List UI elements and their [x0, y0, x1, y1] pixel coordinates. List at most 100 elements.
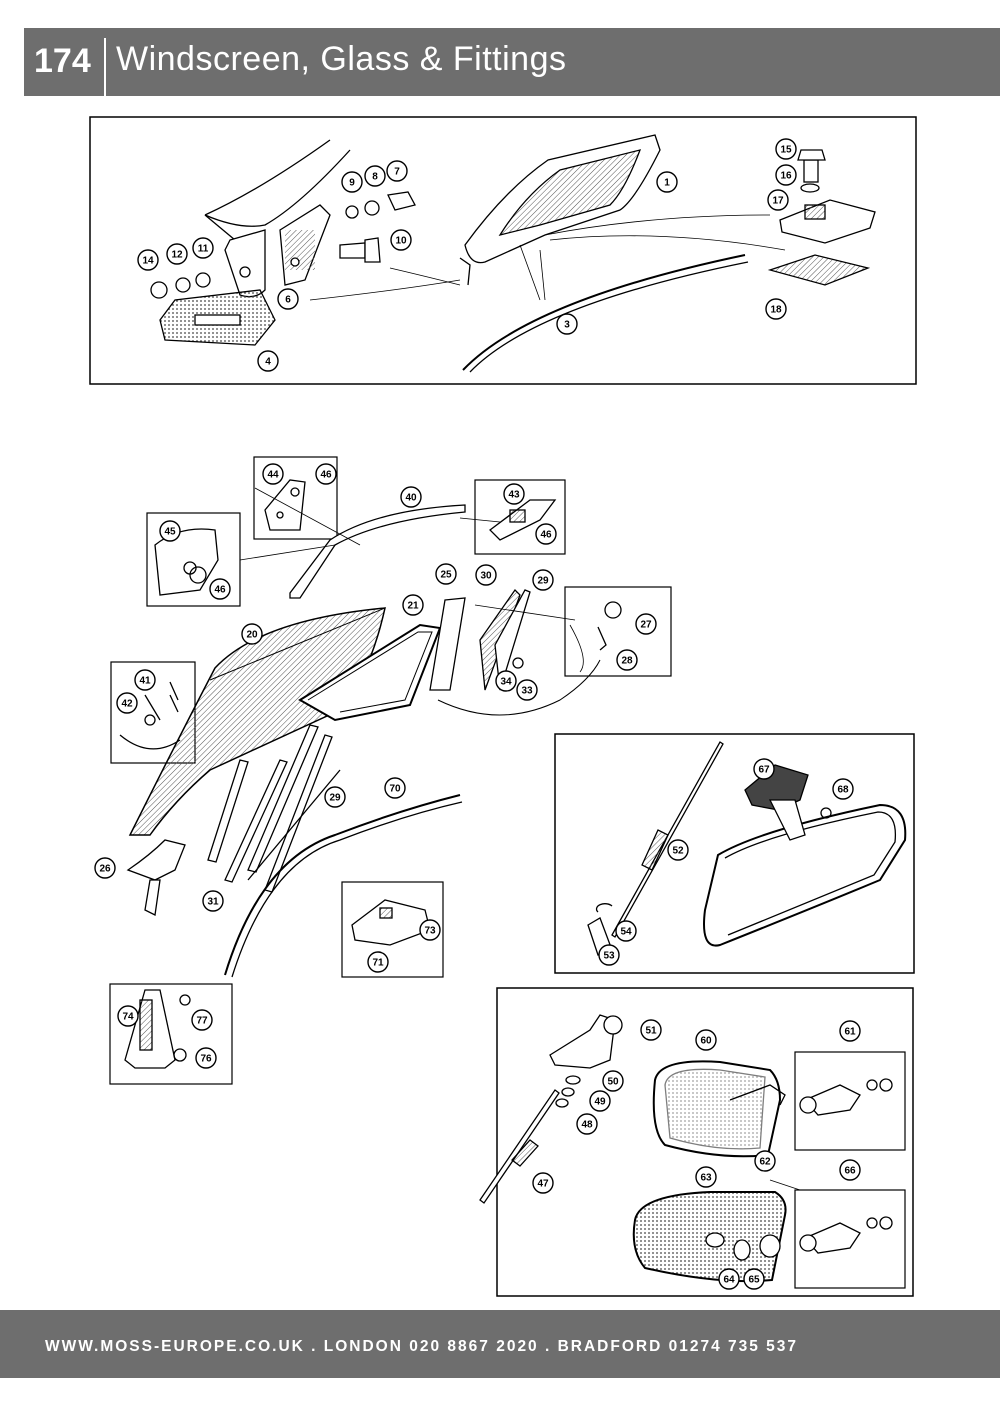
callout-circle — [635, 613, 657, 635]
callout-circle — [535, 523, 557, 545]
callout-number: 16 — [780, 171, 792, 182]
callout-circle — [640, 1019, 662, 1041]
callout-18: 18 — [765, 298, 787, 320]
callout-1: 1 — [656, 171, 678, 193]
page-number: 174 — [34, 42, 91, 80]
callout-4: 4 — [257, 350, 279, 372]
callout-30: 30 — [475, 564, 497, 586]
callout-circle — [384, 777, 406, 799]
callout-circle — [166, 243, 188, 265]
callout-circle — [241, 623, 263, 645]
callout-29a: 29 — [532, 569, 554, 591]
callout-number: 42 — [121, 699, 133, 710]
callout-number: 4 — [265, 357, 271, 368]
callout-71: 71 — [367, 951, 389, 973]
callout-number: 9 — [349, 178, 355, 189]
callout-circle — [435, 563, 457, 585]
callout-number: 64 — [723, 1275, 735, 1286]
callout-circle — [341, 171, 363, 193]
callout-54: 54 — [615, 920, 637, 942]
callout-circle — [615, 920, 637, 942]
callout-number: 34 — [500, 677, 512, 688]
callout-circle — [277, 288, 299, 310]
callout-25: 25 — [435, 563, 457, 585]
callout-number: 65 — [748, 1275, 760, 1286]
callout-68: 68 — [832, 778, 854, 800]
callout-16: 16 — [775, 164, 797, 186]
callout-34: 34 — [495, 670, 517, 692]
callout-circle — [159, 520, 181, 542]
callout-60: 60 — [695, 1029, 717, 1051]
door-mirror-diagram-frame — [496, 987, 914, 1297]
callout-number: 46 — [214, 585, 226, 596]
callout-circle — [576, 1113, 598, 1135]
callout-65: 65 — [743, 1268, 765, 1290]
callout-circle — [400, 486, 422, 508]
callout-number: 46 — [540, 530, 552, 541]
footer-contact: WWW.MOSS-EUROPE.CO.UK . LONDON 020 8867 … — [45, 1338, 799, 1355]
callout-layer: 1346789101112141516171820212526272829293… — [94, 138, 861, 1290]
callout-circle — [718, 1268, 740, 1290]
callout-76: 76 — [195, 1047, 217, 1069]
callout-circle — [192, 237, 214, 259]
callout-number: 30 — [480, 571, 492, 582]
callout-number: 63 — [700, 1173, 712, 1184]
callout-74: 74 — [117, 1005, 139, 1027]
callout-circle — [753, 758, 775, 780]
callout-number: 28 — [621, 656, 633, 667]
callout-number: 43 — [508, 490, 520, 501]
callout-number: 27 — [640, 620, 652, 631]
callout-61: 61 — [839, 1020, 861, 1042]
callout-number: 21 — [407, 601, 419, 612]
callout-number: 6 — [285, 295, 291, 306]
callout-12: 12 — [166, 243, 188, 265]
callout-44: 44 — [262, 463, 284, 485]
callout-73: 73 — [419, 919, 441, 941]
callout-8: 8 — [364, 165, 386, 187]
callout-circle — [695, 1166, 717, 1188]
callout-circle — [195, 1047, 217, 1069]
callout-number: 73 — [424, 926, 436, 937]
callout-48: 48 — [576, 1113, 598, 1135]
callout-number: 7 — [394, 167, 400, 178]
callout-7: 7 — [386, 160, 408, 182]
page-footer: WWW.MOSS-EUROPE.CO.UK . LONDON 020 8867 … — [0, 1310, 1000, 1378]
callout-10: 10 — [390, 229, 412, 251]
callout-31: 31 — [202, 890, 224, 912]
callout-number: 45 — [164, 527, 176, 538]
callout-circle — [775, 164, 797, 186]
header-divider — [104, 38, 106, 96]
callout-number: 33 — [521, 686, 533, 697]
page-header: 174 Windscreen, Glass & Fittings — [24, 28, 1000, 96]
callout-29b: 29 — [324, 786, 346, 808]
callout-number: 31 — [207, 897, 219, 908]
callout-number: 8 — [372, 172, 378, 183]
callout-49: 49 — [589, 1090, 611, 1112]
callout-circle — [202, 890, 224, 912]
callout-number: 48 — [581, 1120, 593, 1131]
callout-circle — [775, 138, 797, 160]
inset-66-frame — [794, 1189, 906, 1289]
callout-circle — [743, 1268, 765, 1290]
callout-circle — [532, 569, 554, 591]
callout-17: 17 — [767, 189, 789, 211]
callout-42: 42 — [116, 692, 138, 714]
callout-21: 21 — [402, 594, 424, 616]
callout-circle — [767, 189, 789, 211]
callout-52: 52 — [667, 839, 689, 861]
callout-6: 6 — [277, 288, 299, 310]
callout-circle — [262, 463, 284, 485]
callout-number: 60 — [700, 1036, 712, 1047]
page-title: Windscreen, Glass & Fittings — [116, 40, 567, 78]
top-diagram-frame — [89, 116, 917, 385]
callout-3: 3 — [556, 313, 578, 335]
callout-number: 40 — [405, 493, 417, 504]
callout-number: 47 — [537, 1179, 549, 1190]
callout-26: 26 — [94, 857, 116, 879]
callout-number: 18 — [770, 305, 782, 316]
callout-number: 44 — [267, 470, 279, 481]
callout-circle — [209, 578, 231, 600]
callout-circle — [134, 669, 156, 691]
callout-number: 52 — [672, 846, 684, 857]
